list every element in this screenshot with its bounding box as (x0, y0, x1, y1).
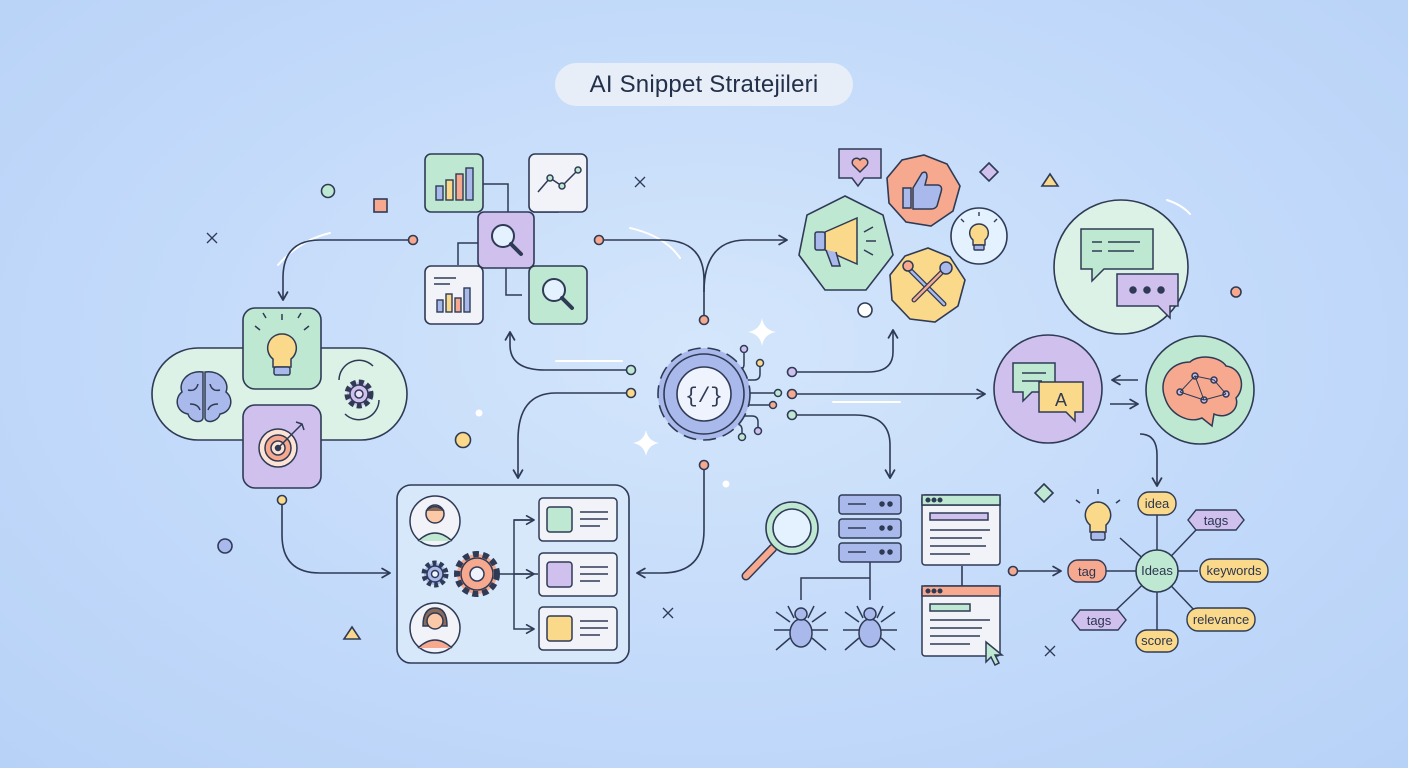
spider-icon (843, 605, 897, 651)
gear-icon (338, 359, 380, 421)
mindmap-node-idea: idea (1145, 496, 1170, 511)
ai-cluster: A (993, 199, 1255, 445)
gear-icon (421, 551, 500, 597)
code-symbol: {/} (685, 386, 723, 409)
mindmap-node-keywords: keywords (1207, 563, 1262, 578)
browser-icon (921, 494, 1001, 566)
social-cluster (798, 148, 1008, 323)
user-icon (409, 602, 461, 654)
target-icon (258, 421, 305, 468)
thumbs-up-icon (902, 171, 943, 210)
lightbulb-icon (254, 312, 310, 376)
magnifier-icon (741, 501, 819, 581)
brain-icon (176, 371, 232, 423)
cursor-icon (985, 640, 1005, 667)
bar-chart-icon (434, 277, 471, 313)
tools-icon (902, 260, 953, 307)
connectors (276, 234, 1163, 586)
heart-icon (838, 148, 882, 188)
translate-glyph: A (1055, 390, 1067, 410)
server-icon (838, 494, 902, 563)
mindmap-node-tags: tags (1204, 513, 1229, 528)
lightbulb-icon (960, 212, 998, 251)
left-cluster (151, 307, 408, 489)
bar-chart-icon (435, 167, 474, 201)
page-title: AI Snippet Stratejileri (555, 63, 853, 106)
user-icon (409, 495, 461, 547)
mindmap-node-tags-2: tags (1087, 613, 1112, 628)
magnifier-icon (542, 278, 574, 310)
brain-icon (1162, 356, 1243, 428)
analytics-cluster (424, 153, 588, 325)
code-gear-icon: {/} (657, 344, 783, 442)
crawler-cluster (741, 494, 1005, 667)
mind-map: Ideas idea tags keywords relevance score… (1067, 489, 1269, 653)
browser-icon (921, 585, 1001, 657)
mindmap-node-relevance: relevance (1193, 612, 1249, 627)
line-chart-icon (537, 166, 582, 193)
spider-icon (774, 605, 828, 651)
mindmap-center: Ideas (1141, 563, 1173, 578)
mindmap-node-tag: tag (1078, 564, 1096, 579)
megaphone-icon (814, 216, 876, 267)
lightbulb-icon (1075, 489, 1121, 541)
mindmap-node-score: score (1141, 633, 1173, 648)
process-cluster (396, 484, 630, 664)
chat-icon (1080, 228, 1179, 320)
translate-icon: A (1012, 362, 1084, 423)
magnifier-icon (491, 224, 523, 256)
